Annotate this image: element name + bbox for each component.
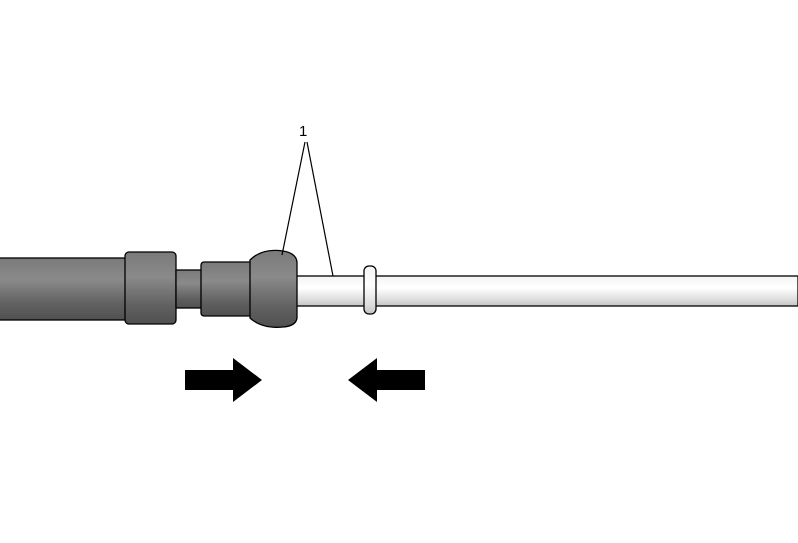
light-pipe (289, 265, 798, 315)
callout-leader-line (281, 141, 306, 256)
arrow-right (185, 358, 262, 402)
connector-body (200, 261, 253, 317)
hose-collar (124, 251, 177, 325)
dark-hose (0, 249, 298, 328)
callout-leader-line (306, 141, 334, 277)
pipe-bead (363, 265, 377, 315)
callout-1: 1 (281, 123, 334, 277)
callout-label: 1 (299, 123, 307, 140)
arrow-left (348, 358, 425, 402)
connector-end-cap (249, 249, 298, 328)
hose-neck (175, 269, 204, 309)
